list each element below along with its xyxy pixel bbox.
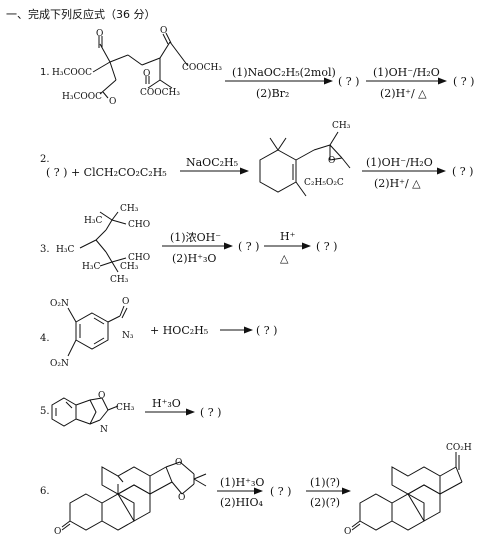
- p2-arrow1-top: NaOC₂H₅: [186, 156, 238, 169]
- p1-number: 1.: [40, 67, 50, 78]
- p4-reagent: + HOC₂H₅: [150, 324, 208, 337]
- p6-product-ketone-o: O: [344, 527, 351, 537]
- p2-unknown: ( ? ): [452, 165, 473, 178]
- p6-product-structure: [351, 452, 463, 531]
- p1-label-3: H₃COOC: [62, 92, 102, 102]
- p2-ester: C₂H₅O₂C: [304, 178, 344, 188]
- p1-unknown-1: ( ? ): [338, 75, 359, 88]
- p6-arrow2-top: (1)(?): [310, 476, 340, 489]
- p3-label-ethyl: H₃C: [56, 245, 74, 255]
- p5-label-methyl: CH₃: [116, 403, 135, 413]
- p6-arrow1-bottom: (2)HIO₄: [220, 496, 264, 509]
- p5-label-n: N: [100, 425, 108, 435]
- p3-label-cho-bottom: CHO: [128, 253, 150, 263]
- p3-unknown-2: ( ? ): [316, 240, 337, 253]
- p4-label-no2-bottom: O₂N: [50, 359, 69, 369]
- p1-label-1: H₃COOC: [52, 68, 92, 78]
- p3-label-methyl-bottom-right: CH₃: [120, 262, 139, 272]
- p3-arrow2-top: H⁺: [280, 230, 296, 243]
- p4-unknown: ( ? ): [256, 324, 277, 337]
- p1-oxygen-2: O: [160, 26, 167, 36]
- p1-oxygen-3: O: [109, 97, 116, 107]
- p5-reactant-structure: [51, 397, 119, 427]
- p3-label-methyl-top-right: CH₃: [120, 204, 139, 214]
- p6-label-ketone-o: O: [54, 527, 61, 537]
- p2-epoxide-oxygen: O: [328, 156, 335, 166]
- p1-arrow1-top: (1)NaOC₂H₅(2mol): [232, 66, 336, 79]
- p1-oxygen-4: O: [143, 69, 150, 79]
- p3-arrow1-bottom: (2)H⁺₃O: [172, 252, 216, 265]
- p2-reactant: ( ? ) + ClCH₂CO₂C₂H₅: [46, 166, 167, 179]
- p4-label-n3: N₃: [122, 331, 134, 341]
- p1-unknown-2: ( ? ): [453, 75, 474, 88]
- p5-arrow-top: H⁺₃O: [152, 397, 181, 410]
- p3-label-methyl-top-left: H₃C: [84, 216, 102, 226]
- p2-methyl: CH₃: [332, 121, 351, 131]
- p4-label-no2-top: O₂N: [50, 299, 69, 309]
- p1-reactant-structure: [92, 32, 189, 99]
- p5-number: 5.: [40, 406, 50, 417]
- p2-product-structure: [259, 131, 351, 197]
- p1-label-2: COOCH₃: [182, 63, 222, 73]
- p1-arrow2-top: (1)OH⁻/H₂O: [373, 66, 440, 79]
- p6-number: 6.: [40, 486, 50, 497]
- p4-number: 4.: [40, 333, 50, 344]
- p6-label-acetal-o-2: O: [178, 493, 185, 503]
- p4-reactant-structure: [67, 305, 128, 357]
- p3-label-methyl-bottom: CH₃: [110, 275, 129, 285]
- p3-label-cho-top: CHO: [128, 220, 150, 230]
- p6-unknown: ( ? ): [270, 485, 291, 498]
- p6-label-acetal-o-1: O: [175, 458, 182, 468]
- p6-arrow2-bottom: (2)(?): [310, 496, 340, 509]
- p3-unknown-1: ( ? ): [238, 240, 259, 253]
- p3-arrow1-top: (1)浓OH⁻: [170, 231, 221, 244]
- p3-arrow2-bottom: △: [280, 252, 289, 265]
- p6-arrow1-top: (1)H⁺₃O: [220, 476, 264, 489]
- p3-reactant-structure: [79, 211, 127, 273]
- p2-arrow2-top: (1)OH⁻/H₂O: [366, 156, 433, 169]
- p5-unknown: ( ? ): [200, 406, 221, 419]
- p2-number: 2.: [40, 154, 50, 165]
- p1-arrow2-bottom: (2)H⁺/ △: [380, 87, 427, 100]
- p3-label-methyl-bottom-left: H₃C: [82, 262, 100, 272]
- p6-reactant-structure: [61, 461, 207, 531]
- p1-label-4: COOCH₃: [140, 88, 180, 98]
- p6-product-co2h: CO₂H: [446, 443, 472, 453]
- p3-number: 3.: [40, 244, 50, 255]
- p4-label-o: O: [122, 297, 129, 307]
- p1-arrow1-bottom: (2)Br₂: [256, 87, 289, 100]
- p1-oxygen-1: O: [96, 29, 103, 39]
- p5-label-o: O: [98, 391, 105, 401]
- page-title: 一、完成下列反应式（36 分）: [6, 8, 156, 21]
- p2-arrow2-bottom: (2)H⁺/ △: [374, 177, 421, 190]
